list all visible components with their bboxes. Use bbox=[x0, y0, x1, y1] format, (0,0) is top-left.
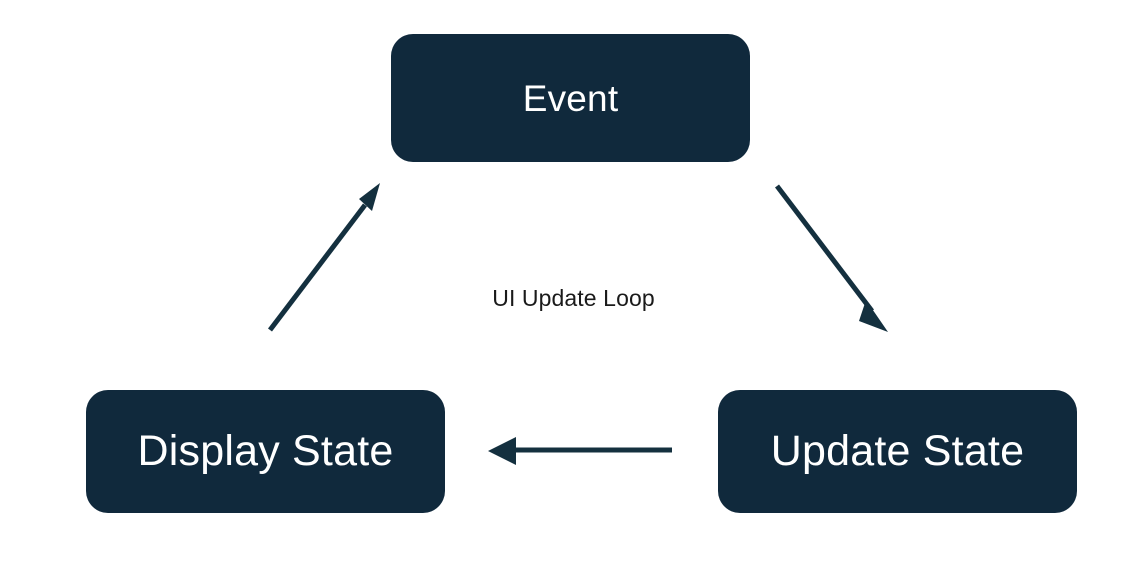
node-display-state[interactable]: Display State bbox=[86, 390, 445, 513]
node-update-state[interactable]: Update State bbox=[718, 390, 1077, 513]
node-update-state-label: Update State bbox=[770, 427, 1025, 475]
edge-update-state-to-display-state bbox=[488, 437, 672, 465]
edge-event-to-update-state bbox=[775, 184, 888, 332]
node-display-state-label: Display State bbox=[137, 427, 394, 475]
loop-caption: UI Update Loop bbox=[492, 285, 655, 311]
node-event[interactable]: Event bbox=[391, 34, 750, 162]
node-event-label: Event bbox=[522, 77, 619, 119]
